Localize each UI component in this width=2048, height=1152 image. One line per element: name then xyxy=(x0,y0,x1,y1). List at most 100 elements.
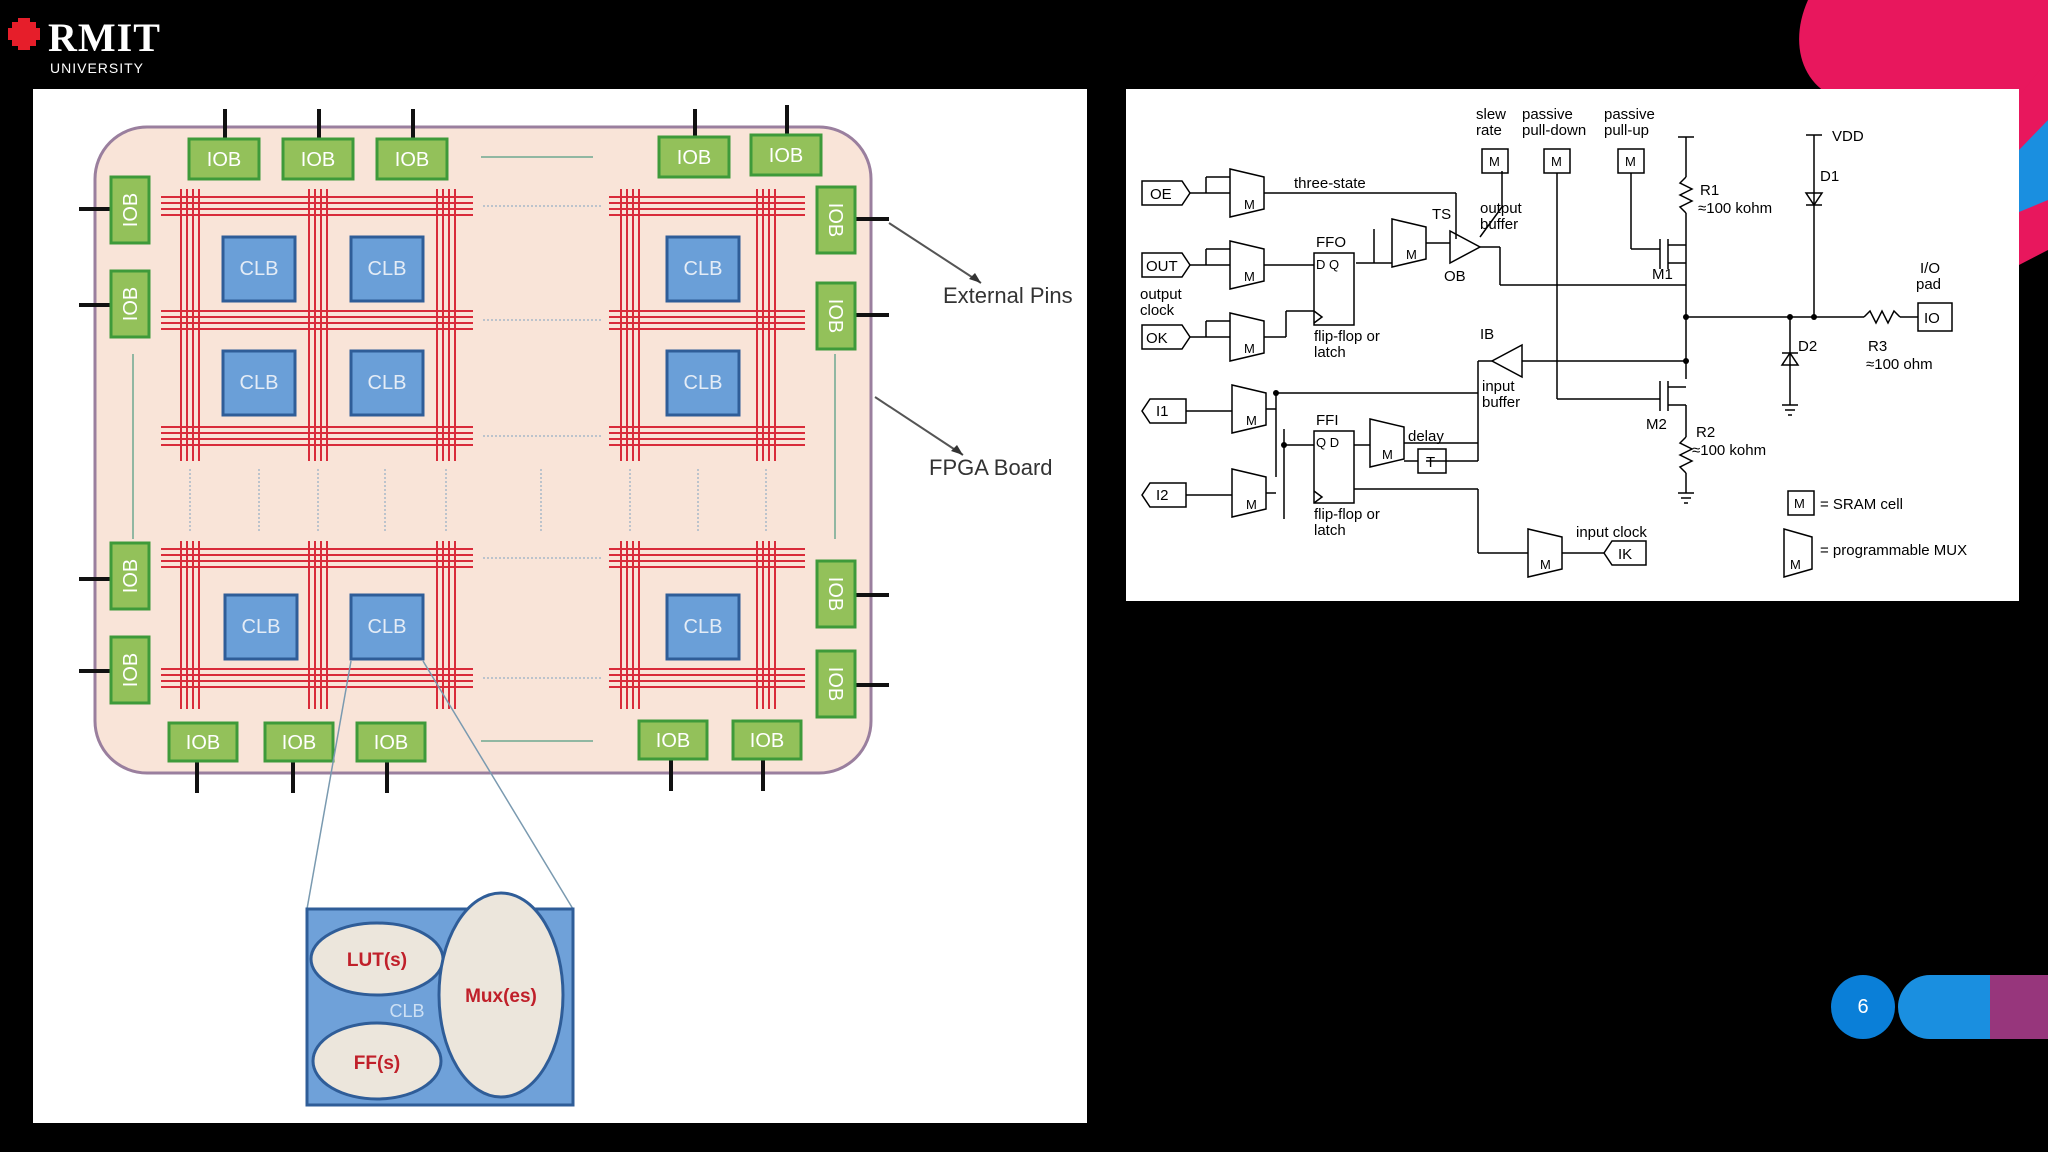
iob-block xyxy=(109,269,151,339)
ffo-label: FFO xyxy=(1316,234,1346,251)
iob-right: IOB IOB IOB IOB xyxy=(815,185,857,719)
io-pad-label-1: I/O xyxy=(1920,260,1940,277)
mux-m-label: M xyxy=(1244,269,1255,284)
sram-m-label: M xyxy=(1551,154,1562,169)
clb-block xyxy=(223,593,299,661)
continuation-dots xyxy=(189,205,767,679)
pixel-logo-icon xyxy=(8,18,40,50)
iob-block xyxy=(281,137,355,181)
clb-block xyxy=(349,349,425,417)
m1-label: M1 xyxy=(1652,266,1673,283)
vdd-label: VDD xyxy=(1832,128,1864,145)
slew-label-2: rate xyxy=(1476,122,1502,139)
oe-pad xyxy=(1141,180,1191,206)
clb-block xyxy=(221,235,297,303)
iob-label: IOB xyxy=(824,577,846,611)
iob-label: IOB xyxy=(824,667,846,701)
ff-label: FF(s) xyxy=(354,1053,400,1074)
iob-block xyxy=(187,137,261,181)
lut-label: LUT(s) xyxy=(347,950,407,971)
iob-label: IOB xyxy=(374,732,408,754)
iob-block xyxy=(815,649,857,719)
iob-block xyxy=(109,541,151,611)
mux-m-label: M xyxy=(1246,413,1257,428)
r3-label: R3 xyxy=(1868,338,1887,355)
iob-top: IOB IOB IOB IOB IOB xyxy=(187,133,823,181)
ts-label: TS xyxy=(1432,206,1451,223)
output-clock-label-2: clock xyxy=(1140,302,1175,319)
callout-lines xyxy=(874,222,982,456)
mux-ellipse xyxy=(437,891,565,1099)
i1-label: I1 xyxy=(1156,403,1169,420)
clb-block xyxy=(349,593,425,661)
clb-label: CLB xyxy=(684,372,723,394)
logo-subtitle: UNIVERSITY xyxy=(50,60,145,76)
iob-block xyxy=(263,721,335,763)
iob-label: IOB xyxy=(301,149,335,171)
iob-label: IOB xyxy=(120,287,142,321)
ob-label: OB xyxy=(1444,268,1466,285)
iob-label: IOB xyxy=(824,203,846,237)
pd-label-1: passive xyxy=(1522,106,1573,123)
mux-m-label: M xyxy=(1406,247,1417,262)
r1-value: ≈100 kohm xyxy=(1698,200,1772,217)
iob-block xyxy=(657,135,731,179)
iob-label: IOB xyxy=(395,149,429,171)
legend-sram-text: = SRAM cell xyxy=(1820,496,1903,513)
pu-label-2: pull-up xyxy=(1604,122,1649,139)
iob-label: IOB xyxy=(769,145,803,167)
ff-latch-label-2: latch xyxy=(1314,344,1346,361)
legend-sram-symbol xyxy=(1787,490,1815,516)
iob-label: IOB xyxy=(824,299,846,333)
fpga-architecture-figure: CLB CLB CLB CLB CLB CLB CLB CLB CLB IOB … xyxy=(33,89,1087,1123)
iob-block xyxy=(167,721,239,763)
r2-label: R2 xyxy=(1696,424,1715,441)
ffi-latch-label-2: latch xyxy=(1314,522,1346,539)
legend-mux-text: = programmable MUX xyxy=(1820,542,1967,559)
mux-label: Mux(es) xyxy=(465,986,537,1007)
page-number-badge: 6 xyxy=(1831,975,1895,1039)
iob-block xyxy=(731,719,803,761)
clb-label: CLB xyxy=(240,372,279,394)
clb-label: CLB xyxy=(368,616,407,638)
iob-block xyxy=(355,721,427,763)
iob-block xyxy=(815,559,857,629)
rmit-logo: RMIT UNIVERSITY xyxy=(6,12,166,76)
clb-block xyxy=(349,235,425,303)
iob-block xyxy=(815,185,857,255)
io-pad-label-2: pad xyxy=(1916,276,1941,293)
junction-dots xyxy=(1273,314,1817,448)
d1-label: D1 xyxy=(1820,168,1839,185)
legend-mux-symbol xyxy=(1783,528,1813,578)
fpga-board-label: FPGA Board xyxy=(929,455,1053,480)
mux-m-label: M xyxy=(1540,557,1551,572)
iob-label: IOB xyxy=(120,193,142,227)
ib-label: IB xyxy=(1480,326,1494,343)
pd-label-2: pull-down xyxy=(1522,122,1586,139)
delay-label: delay xyxy=(1408,428,1444,445)
input-clock-label: input clock xyxy=(1576,524,1647,541)
out-pad xyxy=(1141,252,1191,278)
t-label: T xyxy=(1426,454,1435,471)
clb-blocks xyxy=(221,235,741,661)
iob-bottom: IOB IOB IOB IOB IOB xyxy=(167,719,803,763)
iob-label: IOB xyxy=(207,149,241,171)
iob-block xyxy=(637,719,709,761)
ok-pad xyxy=(1141,324,1191,350)
iob-label: IOB xyxy=(120,559,142,593)
clb-label: CLB xyxy=(240,258,279,280)
clb-label: CLB xyxy=(368,258,407,280)
iob-label: IOB xyxy=(282,732,316,754)
ik-label: IK xyxy=(1618,546,1632,563)
ffo-dq-label: D Q xyxy=(1316,257,1339,272)
ffi-label: FFI xyxy=(1316,412,1339,429)
clb-label: CLB xyxy=(242,616,281,638)
clb-block xyxy=(665,235,741,303)
clb-labels: CLB CLB CLB CLB CLB CLB CLB CLB CLB xyxy=(240,258,723,638)
pu-label-1: passive xyxy=(1604,106,1655,123)
clb-label: CLB xyxy=(684,616,723,638)
i2-label: I2 xyxy=(1156,487,1169,504)
iob-label: IOB xyxy=(120,653,142,687)
iob-left: IOB IOB IOB IOB xyxy=(109,175,151,705)
clb-block xyxy=(665,593,741,661)
